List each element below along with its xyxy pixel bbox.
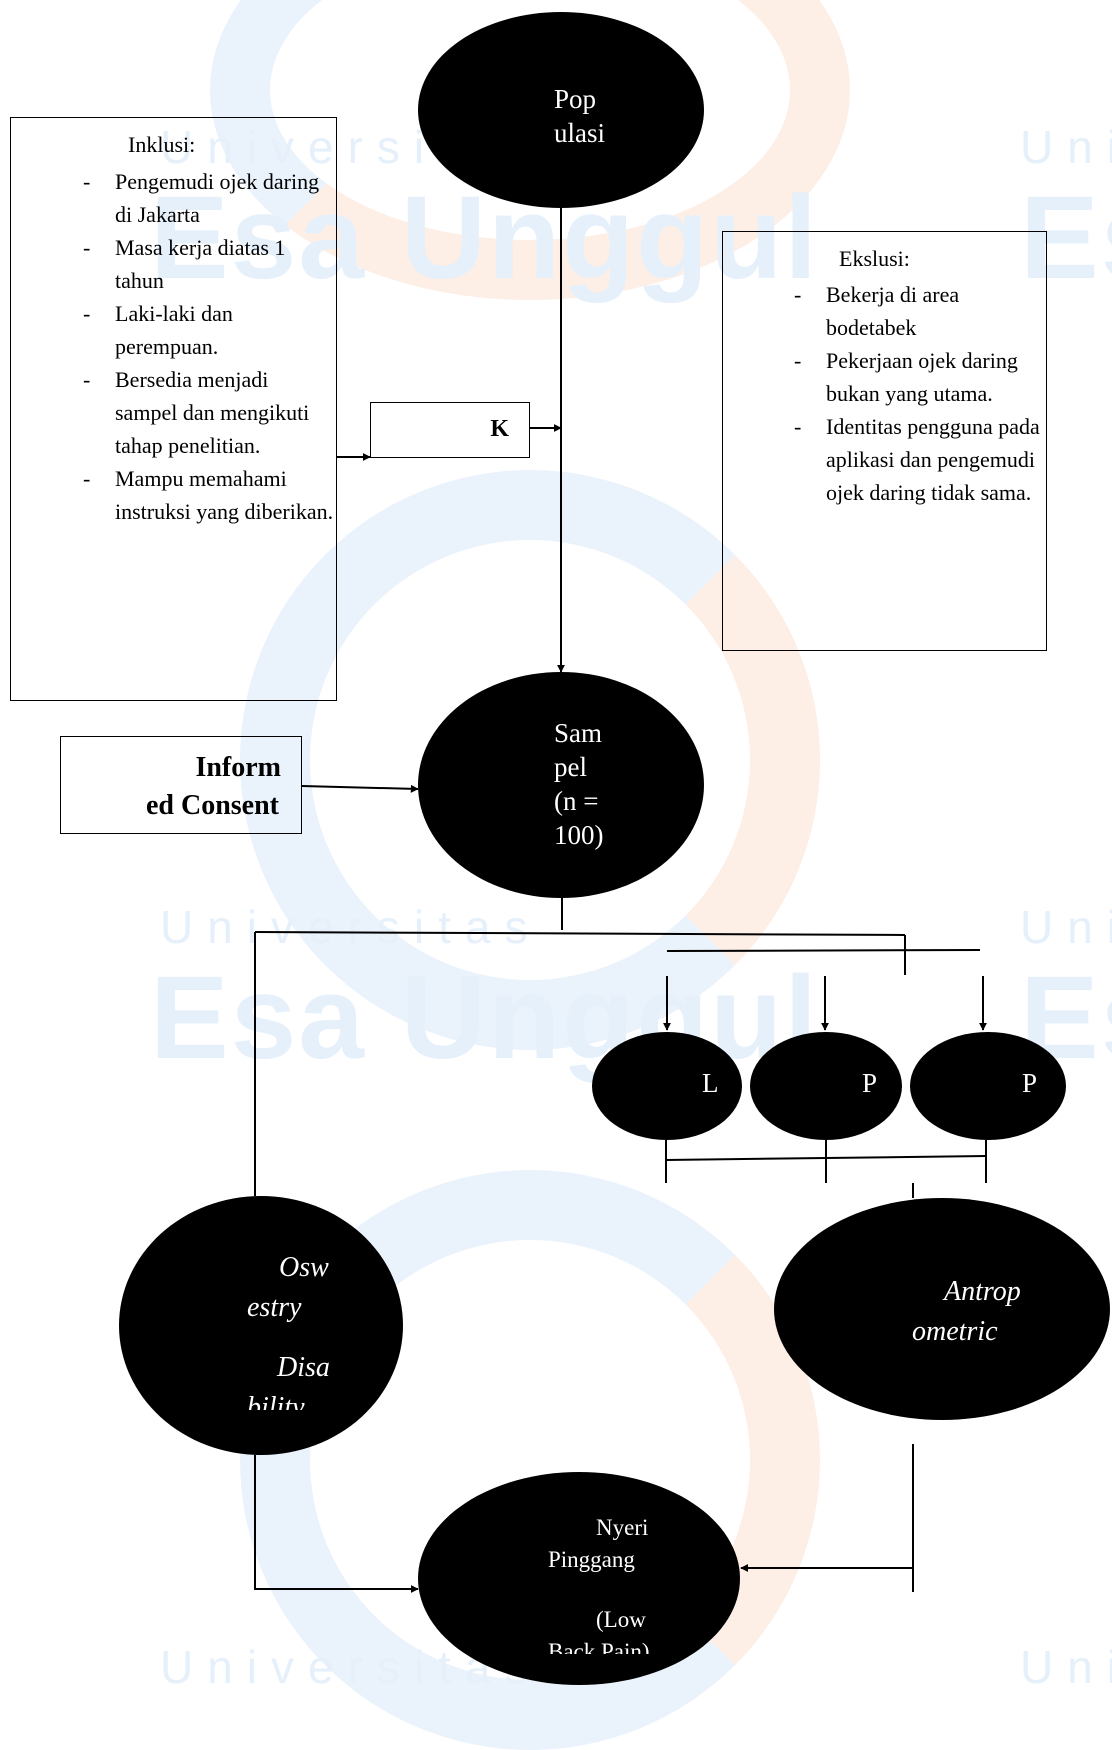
outcome-label-3: (Low	[596, 1607, 646, 1632]
sampel-node: Sam pel (n = 100)	[418, 672, 704, 898]
informed-consent-line2: ed Consent	[145, 790, 279, 821]
inklusi-list: Pengemudi ojek daring di Jakarta Masa ke…	[79, 165, 335, 528]
oswestry-node: Osw estry Disa bility	[119, 1196, 403, 1455]
connector-layer	[254, 208, 987, 1593]
oswestry-label-3: Disa	[277, 1352, 330, 1383]
informed-consent-box: Inform ed Consent	[60, 736, 302, 834]
outcome-label-4: Back Pain)	[548, 1639, 650, 1654]
outcome-label-1: Nyeri	[596, 1515, 649, 1540]
sampel-label: Sam pel (n = 100)	[554, 718, 604, 850]
pt-label: P T	[862, 1068, 879, 1108]
pt-node: P T	[750, 1032, 902, 1140]
inklusi-box: Inklusi: Pengemudi ojek daring di Jakart…	[10, 117, 337, 701]
inklusi-item: Masa kerja diatas 1 tahun	[79, 231, 335, 297]
pp-label: P P	[1022, 1068, 1038, 1108]
oswestry-label-4: bility	[247, 1392, 305, 1410]
branch-horizontal	[254, 931, 906, 936]
small-nodes-join	[665, 1155, 987, 1161]
eksklusi-title: Ekslusi:	[839, 246, 910, 271]
inklusi-item: Pengemudi ojek daring di Jakarta	[79, 165, 335, 231]
populasi-node: Pop ulasi	[418, 12, 704, 208]
oswestry-label-1: Osw	[279, 1252, 329, 1283]
consent-to-sampel-arrow	[301, 784, 419, 793]
inklusi-title: Inklusi:	[128, 132, 196, 157]
inklusi-item: Bersedia menjadi sampel dan mengikuti ta…	[79, 363, 335, 462]
subbranch-horizontal	[666, 949, 981, 952]
outcome-node: Nyeri Pinggang (Low Back Pain)	[418, 1472, 740, 1685]
outcome-label-2: Pinggang	[548, 1547, 635, 1572]
lp-label: L P	[702, 1068, 719, 1108]
eksklusi-box: Ekslusi: Bekerja di area bodetabek Peker…	[722, 231, 1047, 651]
pp-node: P P	[910, 1032, 1066, 1140]
oswestry-to-outcome-arrow	[254, 1455, 419, 1593]
oswestry-label-2: estry	[247, 1292, 302, 1323]
k-label: K	[490, 416, 509, 442]
antropometric-node: Antrop ometric	[774, 1198, 1110, 1420]
antropometric-label-2: ometric	[912, 1316, 998, 1347]
antropometric-label-1: Antrop	[944, 1276, 1021, 1307]
inklusi-item: Mampu memahami instruksi yang diberikan.	[79, 462, 335, 528]
informed-consent-line1: Inform	[195, 752, 281, 783]
eksklusi-item: Pekerjaan ojek daring bukan yang utama.	[790, 344, 1044, 410]
populasi-label: Pop ulasi	[554, 84, 605, 148]
eksklusi-list: Bekerja di area bodetabek Pekerjaan ojek…	[790, 278, 1044, 509]
lp-node: L P	[592, 1032, 742, 1140]
inklusi-item: Laki-laki dan perempuan.	[79, 297, 335, 363]
eksklusi-item: Bekerja di area bodetabek	[790, 278, 1044, 344]
k-box: K	[370, 402, 530, 458]
eksklusi-item: Identitas pengguna pada aplikasi dan pen…	[790, 410, 1044, 509]
